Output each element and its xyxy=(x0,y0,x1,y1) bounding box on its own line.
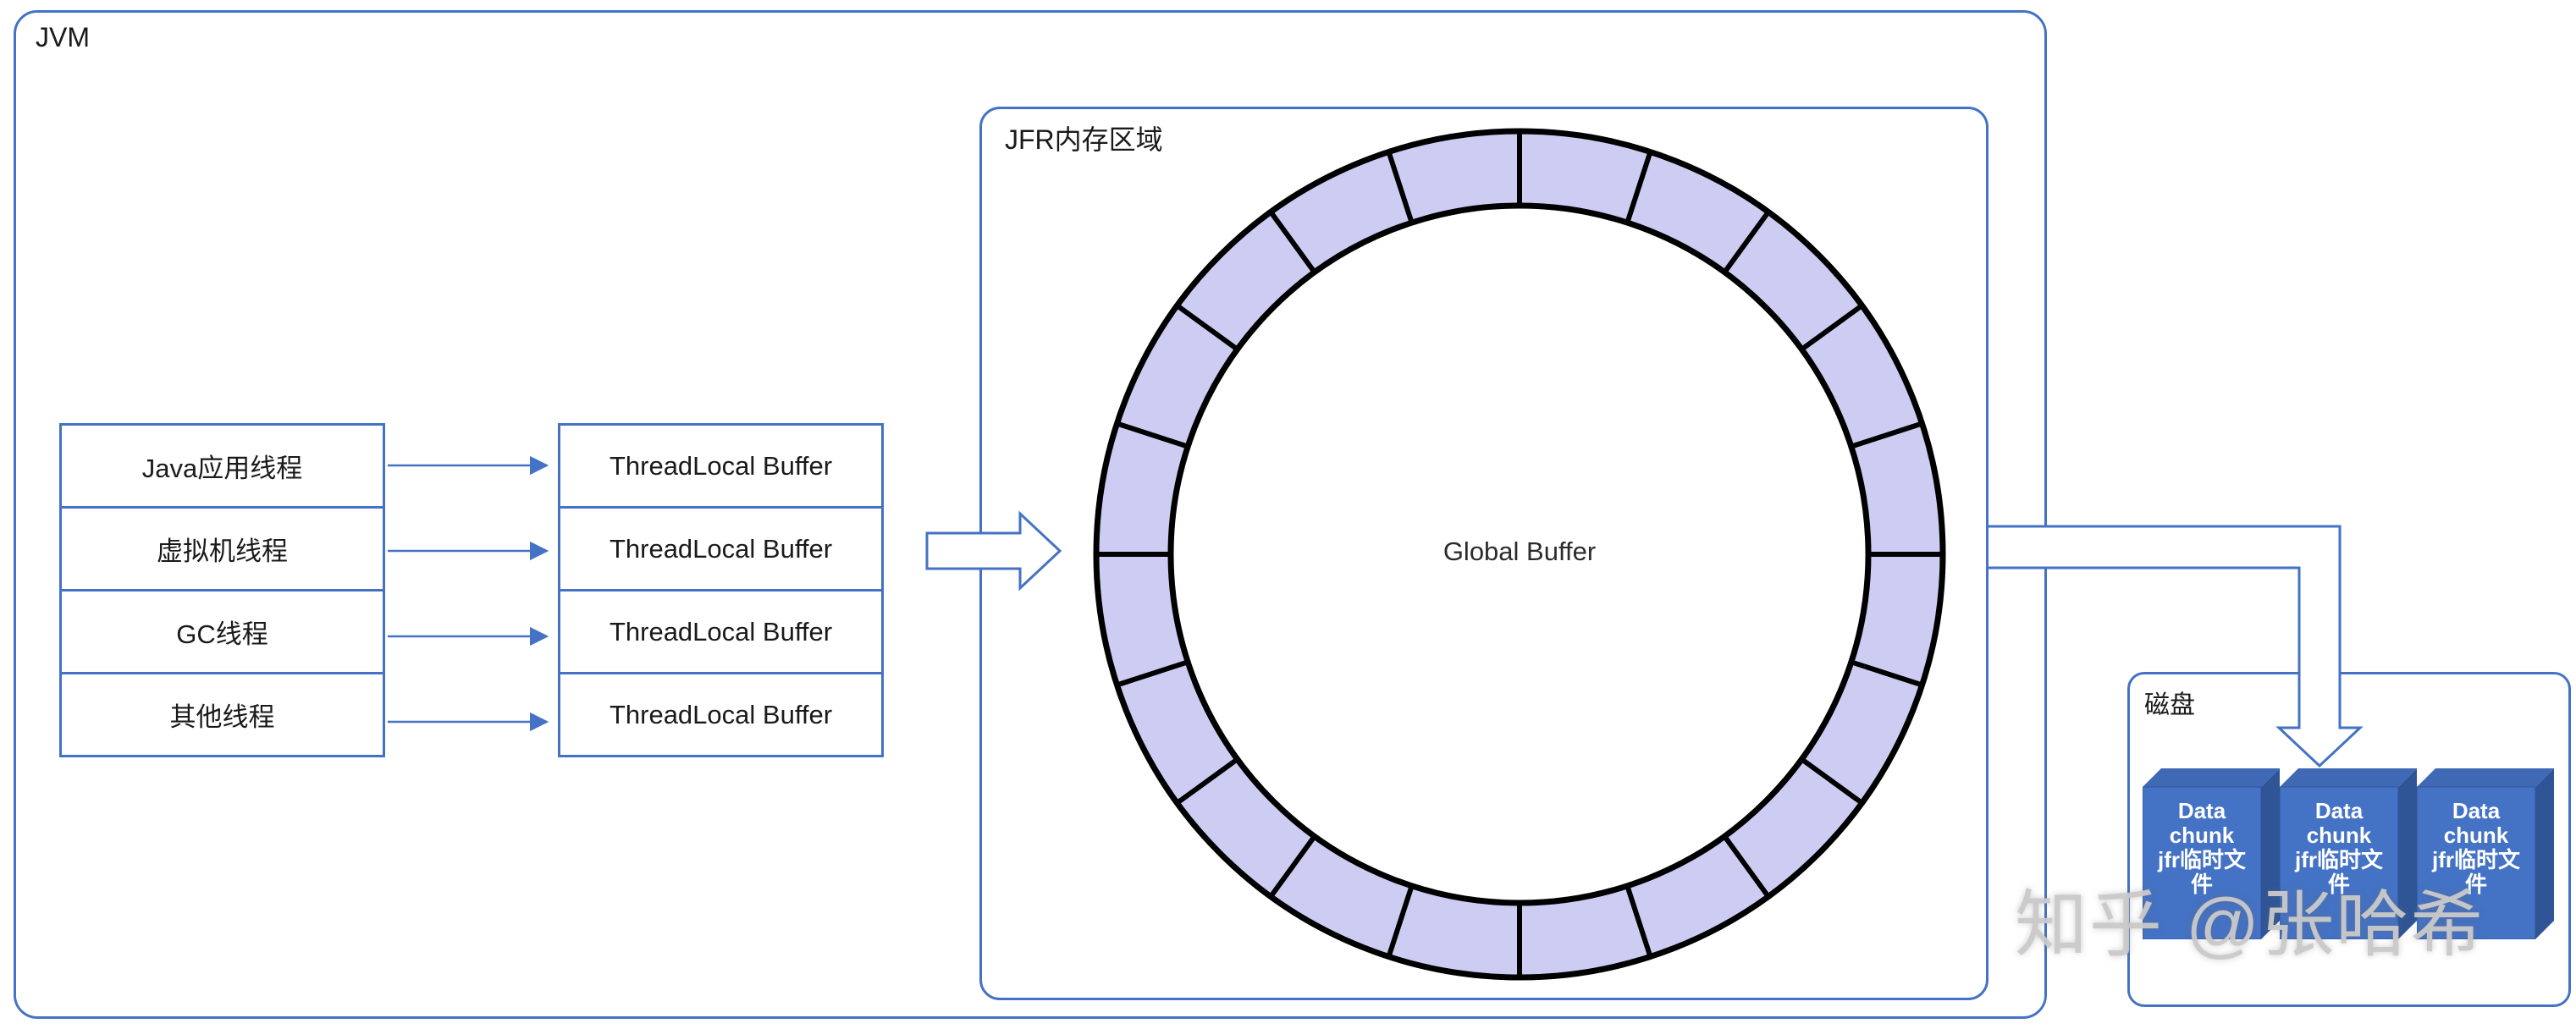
threadlocal-buffer-box: ThreadLocal Buffer xyxy=(558,672,884,757)
data-chunk-3d-shape xyxy=(2279,768,2417,940)
chunk-front-face xyxy=(2142,786,2262,940)
threadlocal-buffer-box: ThreadLocal Buffer xyxy=(558,423,884,509)
data-chunk-3d-shape xyxy=(2142,768,2280,940)
thread-box-vm: 虚拟机线程 xyxy=(59,506,385,592)
chunk-top-face xyxy=(2143,768,2280,787)
jvm-label: JVM xyxy=(36,22,90,52)
disk-label: 磁盘 xyxy=(2144,691,2195,719)
chunk-label-line2: jfr临时文件 xyxy=(2294,847,2383,898)
thread-box-other: 其他线程 xyxy=(59,672,385,757)
chunk-side-face xyxy=(2261,768,2280,939)
chunk-side-face xyxy=(2398,768,2417,939)
data-chunk-2 xyxy=(2279,768,2419,940)
jfr-memory-label: JFR内存区域 xyxy=(1005,124,1163,155)
chunk-front-face xyxy=(2416,786,2536,940)
chunk-label-line2: jfr临时文件 xyxy=(2431,847,2520,898)
watermark: 知乎 @张哈希 xyxy=(2015,884,2485,966)
chunk-side-face xyxy=(2535,768,2554,939)
chunk-front-face xyxy=(2279,786,2399,940)
data-chunk-3 xyxy=(2416,768,2556,940)
thread-box-gc: GC线程 xyxy=(59,589,385,674)
data-chunk-1-label: Data chunk jfr临时文件 xyxy=(2143,798,2261,898)
thread-box-java-app: Java应用线程 xyxy=(59,423,385,509)
global-buffer-label: Global Buffer xyxy=(1442,537,1597,566)
chunk-label-line2: jfr临时文件 xyxy=(2157,847,2246,898)
threadlocal-buffer-list: ThreadLocal Buffer ThreadLocal Buffer Th… xyxy=(558,423,884,757)
data-chunk-3d-shape xyxy=(2416,768,2554,940)
chunk-label-line1: Data chunk xyxy=(2169,798,2235,849)
data-chunk-1 xyxy=(2142,768,2281,940)
threadlocal-buffer-box: ThreadLocal Buffer xyxy=(558,506,884,592)
threadlocal-buffer-box: ThreadLocal Buffer xyxy=(558,589,884,674)
chunk-top-face xyxy=(2280,768,2417,787)
thread-list: Java应用线程 虚拟机线程 GC线程 其他线程 xyxy=(59,423,385,757)
chunk-label-line1: Data chunk xyxy=(2306,798,2372,849)
data-chunk-2-label: Data chunk jfr临时文件 xyxy=(2280,798,2398,898)
chunk-top-face xyxy=(2417,768,2554,787)
chunk-label-line1: Data chunk xyxy=(2443,798,2509,849)
data-chunk-3-label: Data chunk jfr临时文件 xyxy=(2417,798,2535,898)
